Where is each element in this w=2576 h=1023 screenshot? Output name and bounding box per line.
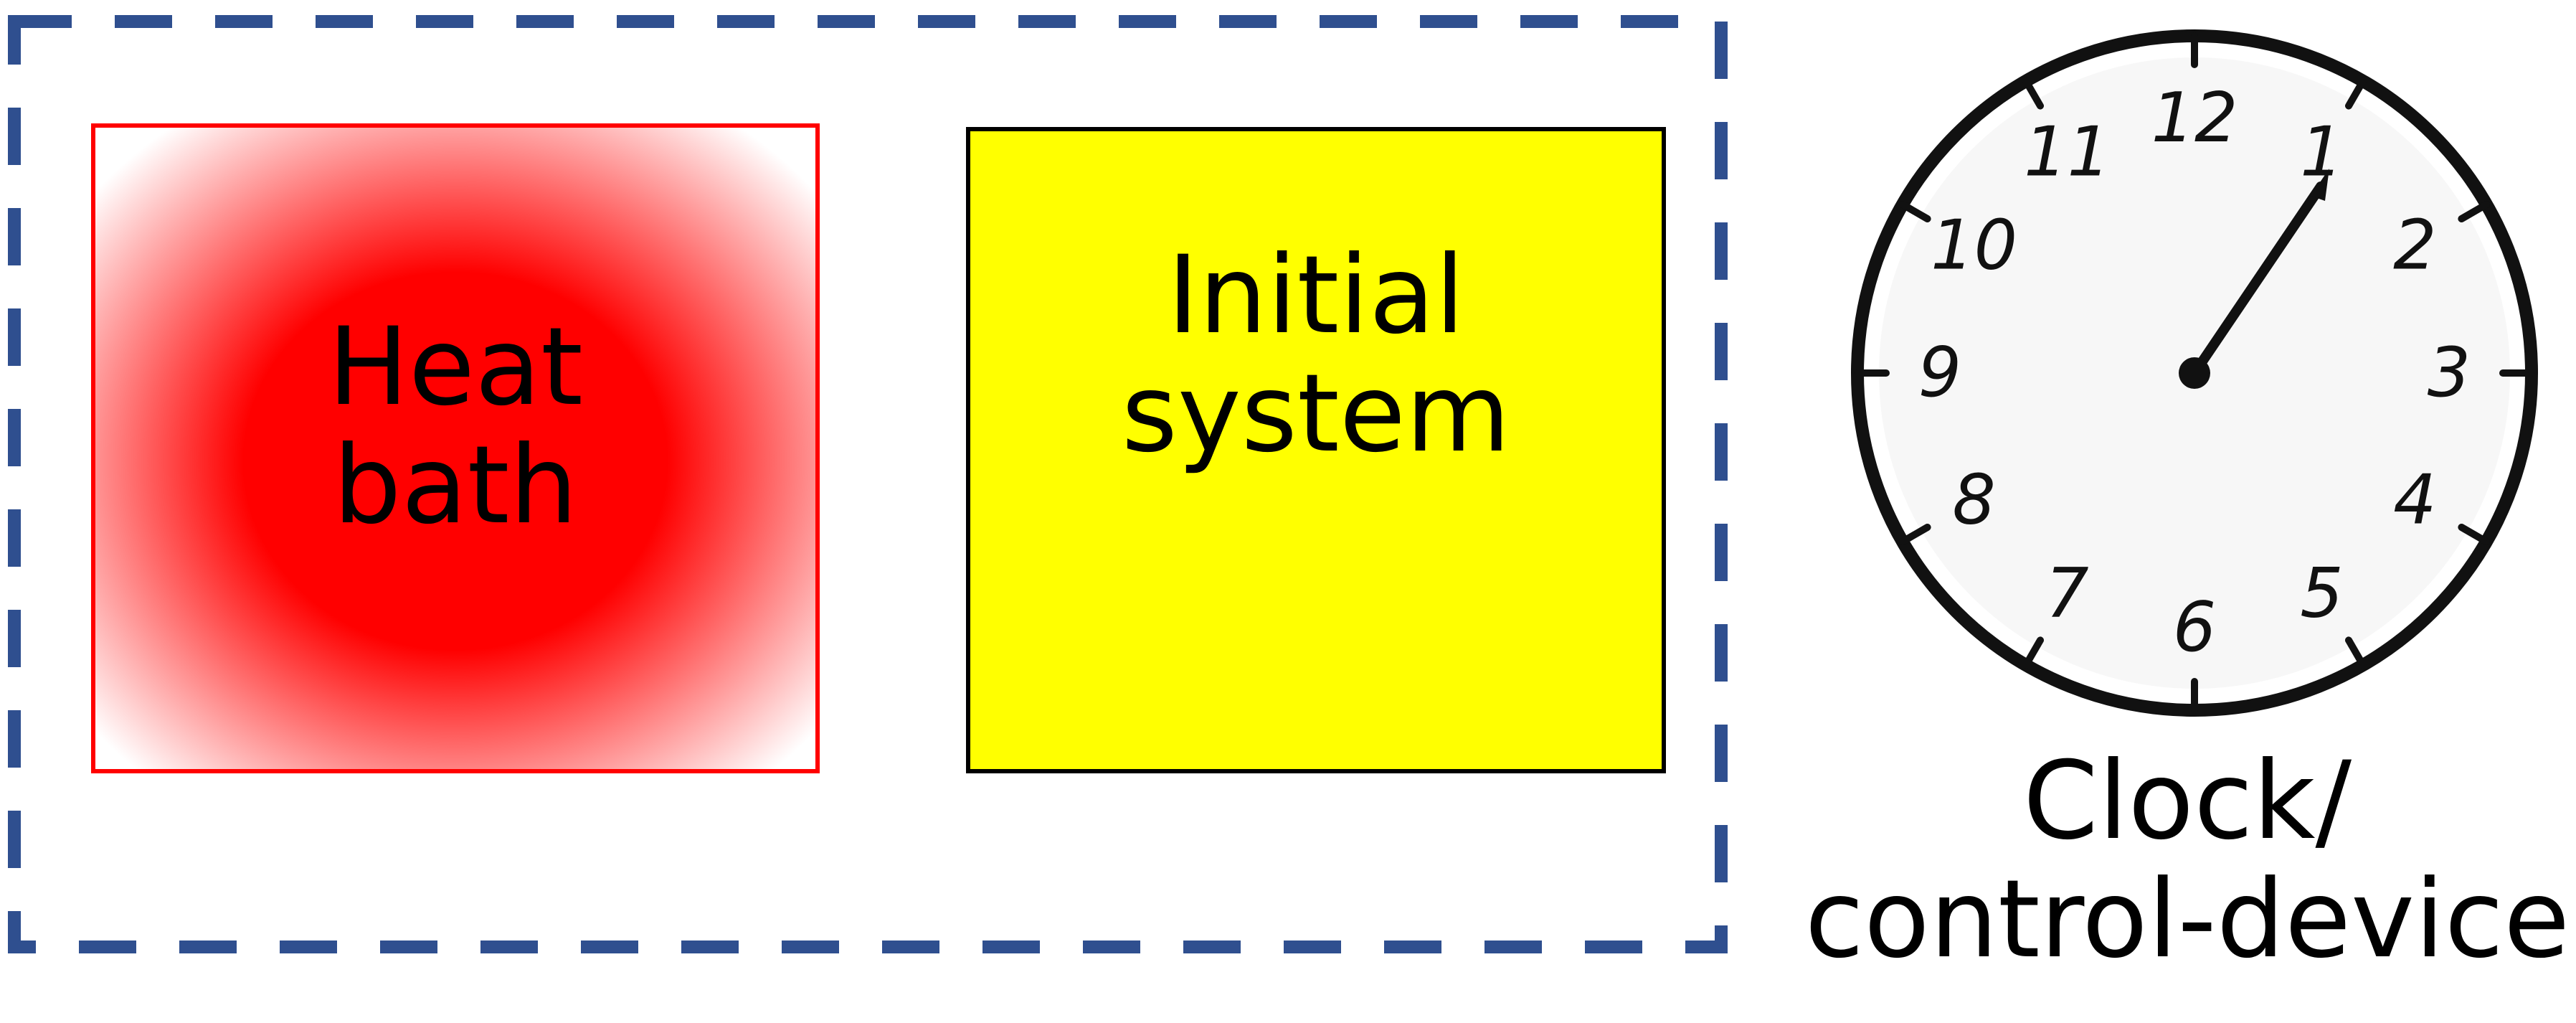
clock-caption: Clock/ control-device <box>1793 742 2576 979</box>
clock-numeral: 5 <box>2300 554 2343 633</box>
initial-system-label-line1: Initial <box>1167 233 1465 358</box>
clock-numeral: 4 <box>2393 461 2436 540</box>
clock-caption-line2: control-device <box>1804 857 2570 982</box>
initial-system-label-line2: system <box>1121 352 1511 476</box>
clock-numeral: 11 <box>2024 113 2111 192</box>
clock-caption-line1: Clock/ <box>2022 739 2352 864</box>
clock-tick <box>1899 524 1931 545</box>
clock-numeral: 2 <box>2393 207 2436 286</box>
clock-tick <box>2345 77 2367 110</box>
clock-numeral: 3 <box>2428 334 2471 412</box>
initial-system-label: Initial system <box>968 237 1664 473</box>
clock-tick <box>2022 636 2044 669</box>
clock-numeral: 7 <box>2045 554 2088 633</box>
clock-numeral: 8 <box>1952 461 1995 540</box>
clock-center <box>2179 357 2210 389</box>
heat-bath-label-line1: Heat <box>328 305 583 430</box>
initial-system-box <box>966 127 1666 773</box>
clock-numeral: 9 <box>1918 334 1961 412</box>
clock-tick <box>2022 77 2044 110</box>
clock-numeral: 10 <box>1931 207 2017 286</box>
clock-numeral: 12 <box>2151 79 2238 158</box>
clock-hand <box>2189 182 2326 378</box>
heat-bath-box <box>91 123 820 773</box>
clock-numeral: 1 <box>2300 113 2343 192</box>
clock-tick <box>2345 636 2367 669</box>
clock-tick <box>1899 201 1931 222</box>
clock-numeral: 6 <box>2173 588 2216 667</box>
heat-bath-label-line2: bath <box>333 423 578 548</box>
clock-tick <box>2458 201 2490 222</box>
clock-tick <box>2458 524 2490 545</box>
heat-bath-label: Heat bath <box>93 308 818 545</box>
